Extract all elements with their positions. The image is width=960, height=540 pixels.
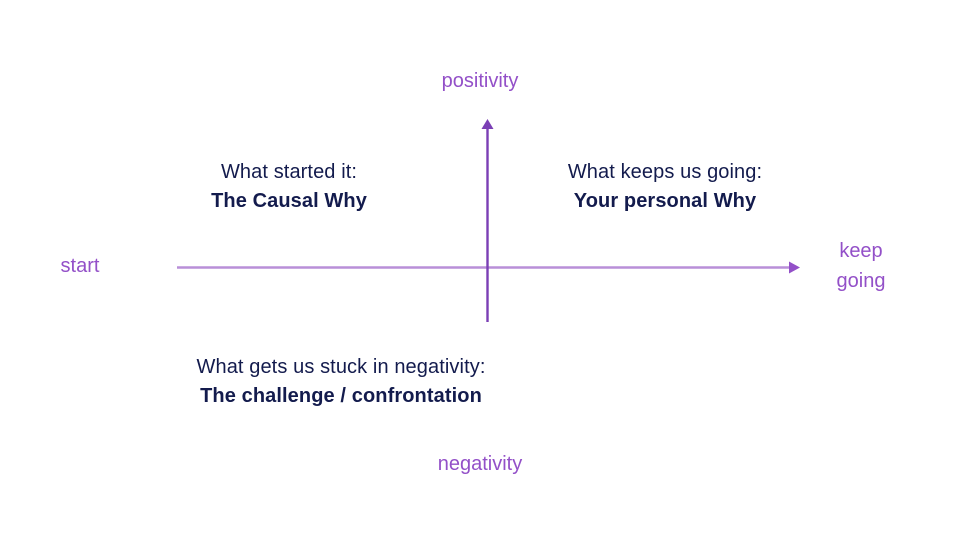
quadrant-top-left: What started it: The Causal Why	[149, 158, 429, 216]
quadrant-bottom-left: What gets us stuck in negativity: The ch…	[141, 353, 541, 411]
quadrant-top-left-term: The Causal Why	[211, 190, 367, 212]
quadrant-top-left-caption: What started it:	[220, 161, 358, 183]
vertical-axis-arrowhead	[481, 119, 494, 129]
axis-label-positivity: positivity	[441, 70, 519, 92]
axis-label-keep-going: keep going	[836, 240, 886, 292]
axis-label-negativity: negativity	[437, 453, 523, 475]
horizontal-axis-arrowhead	[789, 261, 800, 274]
axis-label-start: start	[60, 255, 100, 277]
quadrant-bottom-left-term: The challenge / confrontation	[200, 385, 482, 407]
quadrant-top-right: What keeps us going: Your personal Why	[525, 158, 805, 216]
quadrant-top-right-term: Your personal Why	[573, 190, 757, 212]
quadrant-top-right-caption: What keeps us going:	[567, 161, 763, 183]
quadrant-bottom-left-caption: What gets us stuck in negativity:	[196, 356, 486, 378]
